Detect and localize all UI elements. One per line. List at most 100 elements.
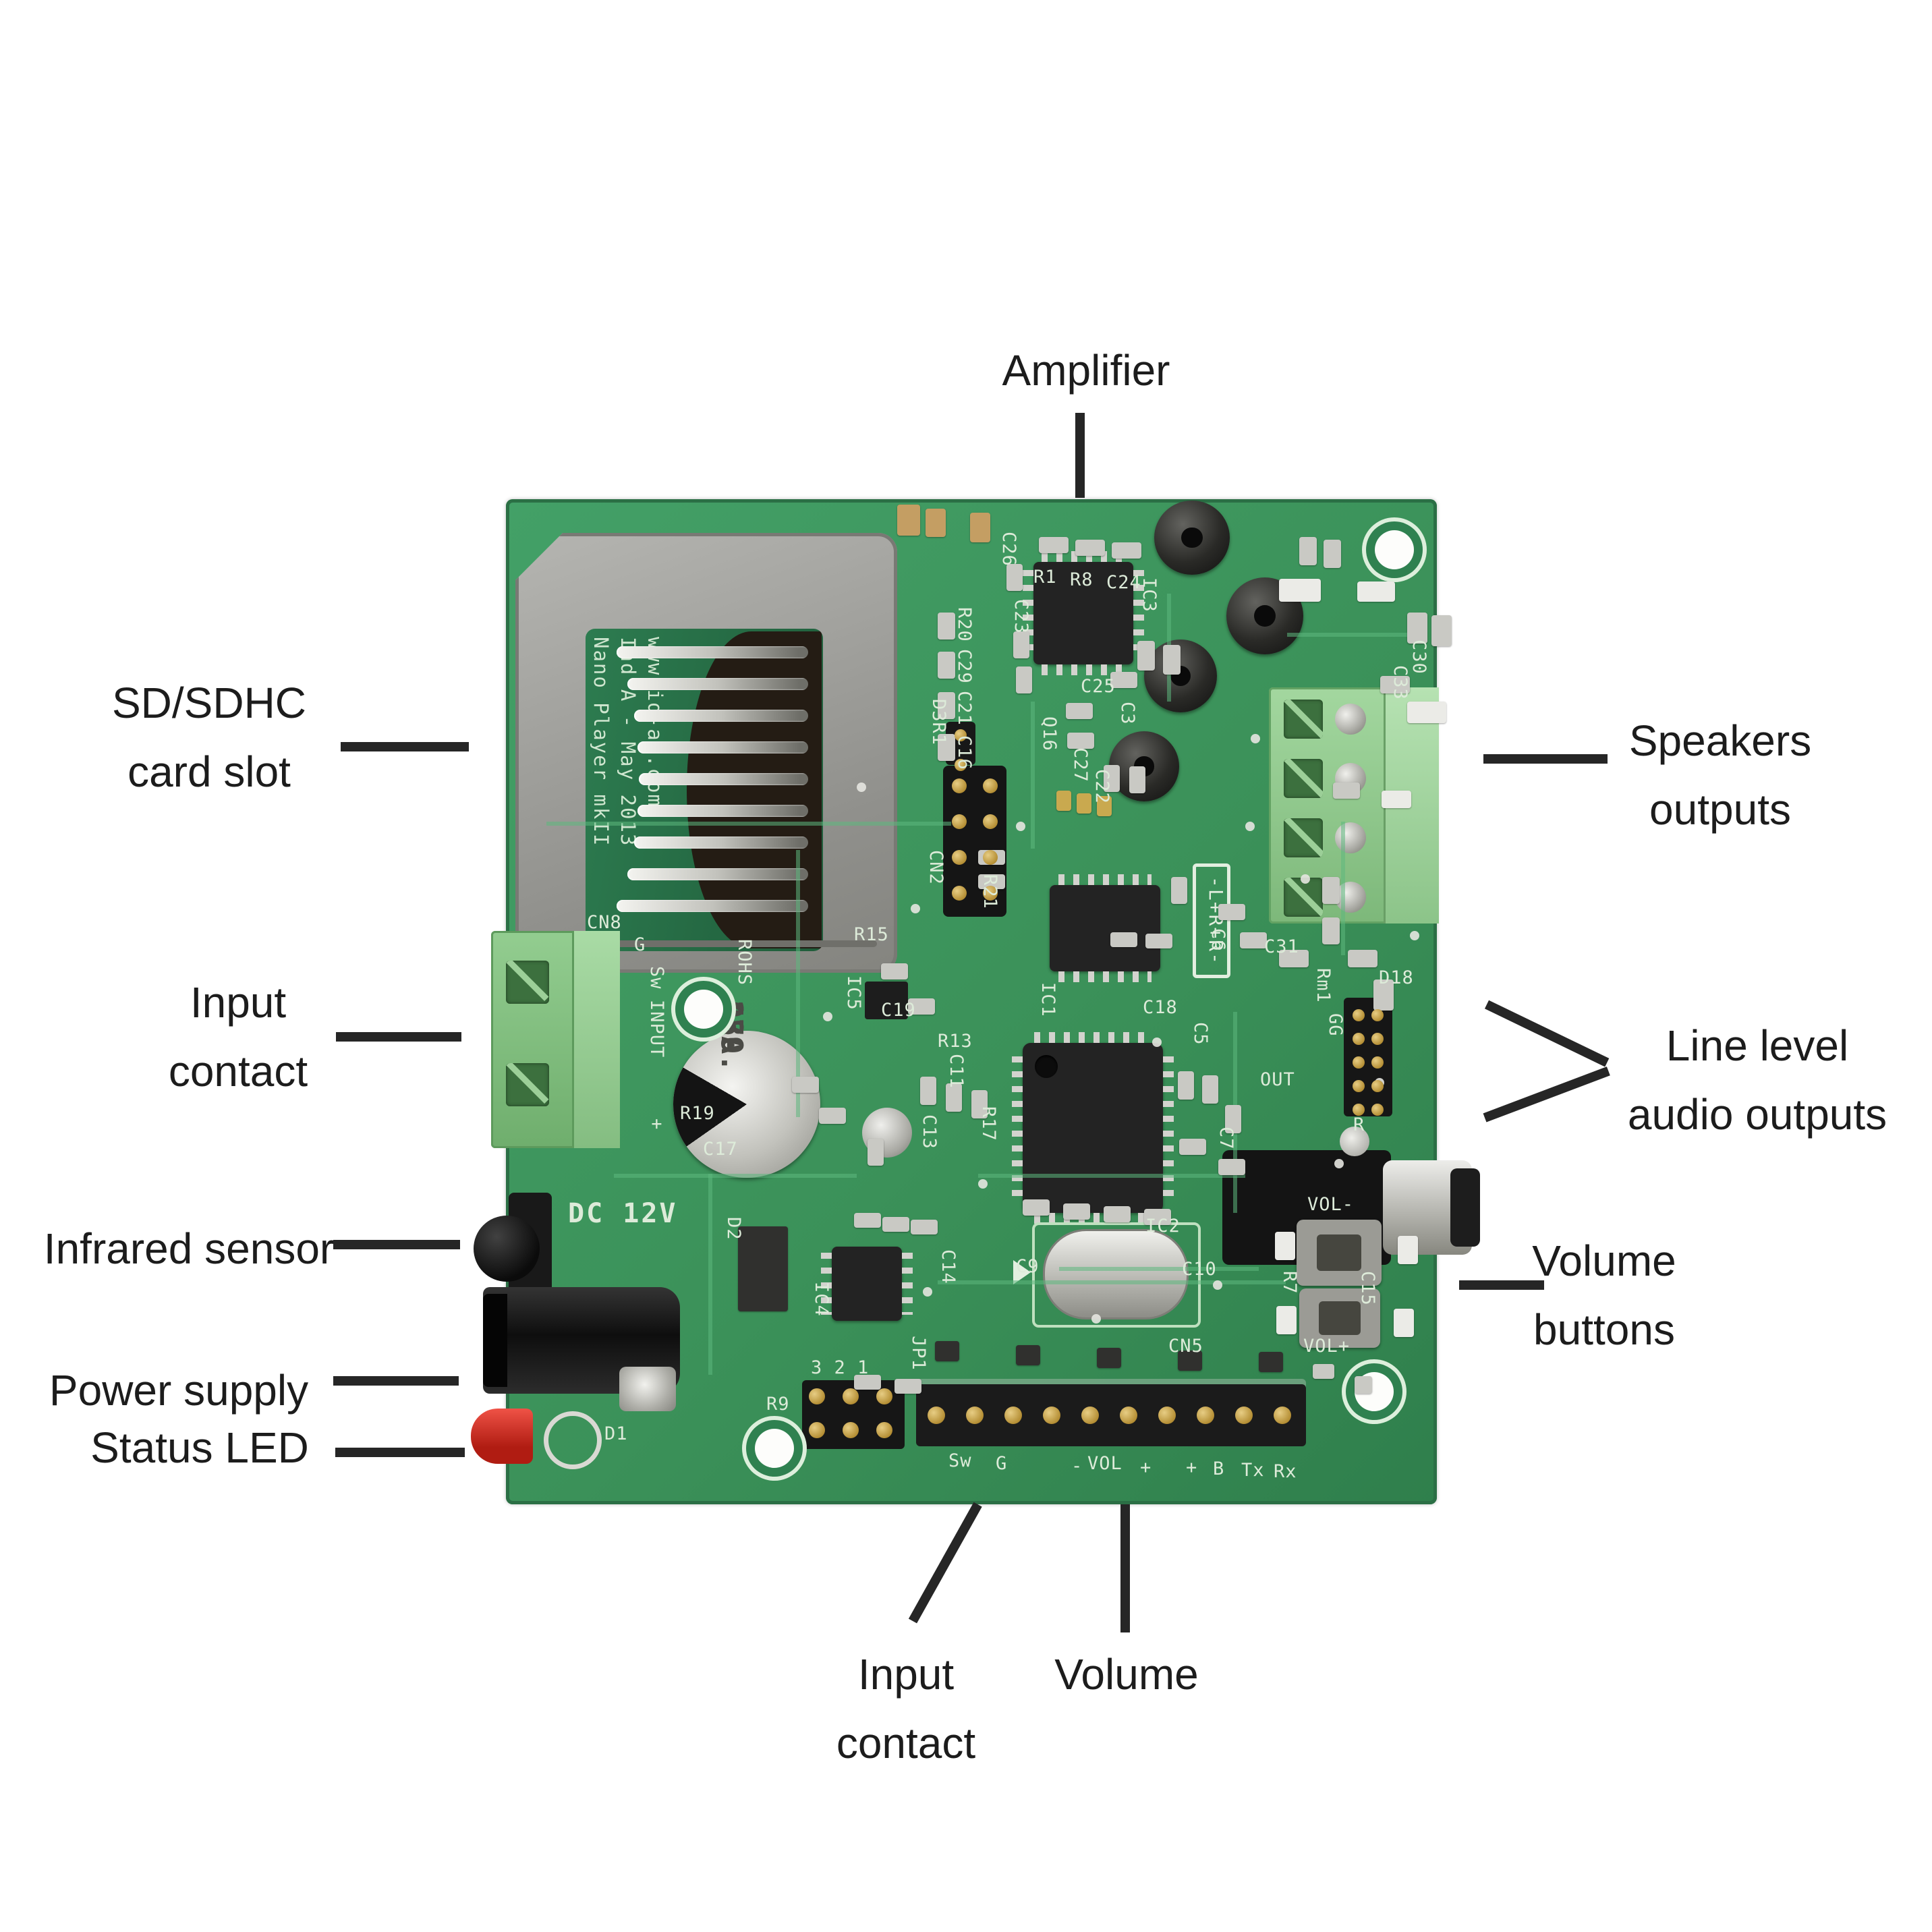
sd-contact-finger — [634, 710, 808, 722]
smd-component — [1407, 613, 1427, 644]
copper-trace — [614, 1174, 857, 1178]
smd-component — [1112, 542, 1141, 559]
header-pin — [1371, 1033, 1384, 1045]
header-pin — [1371, 1080, 1384, 1092]
silkscreen-label: C11 — [946, 1054, 967, 1089]
silkscreen-label: C22 — [1091, 769, 1112, 804]
smd-component — [935, 1341, 959, 1361]
mcu-ic — [1012, 1032, 1174, 1224]
silkscreen-label: IC5 — [843, 975, 864, 1011]
silkscreen-label: C7 — [1216, 1127, 1237, 1150]
silkscreen-label: 3 2 1 — [811, 1357, 870, 1378]
silkscreen-label: Sw — [646, 966, 667, 990]
smd-component — [868, 1139, 884, 1166]
smd-component — [1225, 1105, 1241, 1133]
silkscreen-label: OUT — [1260, 1069, 1295, 1090]
silkscreen-label: C33 — [1390, 665, 1411, 700]
sd-contact-finger — [634, 836, 808, 849]
silkscreen-label: + — [1140, 1457, 1152, 1478]
smd-component — [1056, 791, 1071, 811]
smd-component — [1373, 979, 1394, 1011]
silkscreen-label: Q16 — [1039, 716, 1060, 751]
smd-component — [1322, 877, 1340, 904]
sd-contact-finger — [617, 900, 808, 912]
silkscreen-label: + — [646, 1118, 667, 1131]
audio-jack-opening — [1450, 1168, 1480, 1247]
silkscreen-label: C5 — [1190, 1022, 1211, 1046]
silkscreen-label: G — [996, 1453, 1008, 1474]
silkscreen-label: GG — [1325, 1013, 1346, 1037]
smd-component — [854, 1375, 881, 1390]
smd-component — [1016, 666, 1032, 693]
smd-component — [1259, 1352, 1283, 1372]
header-pin — [876, 1388, 892, 1404]
silkscreen-label: IC2 — [1145, 1216, 1181, 1237]
smd-component — [1104, 765, 1120, 792]
power-jack-opening — [483, 1294, 507, 1387]
smd-component — [1039, 537, 1069, 553]
power-jack-solder-tab — [619, 1367, 676, 1411]
smd-component — [1178, 1071, 1194, 1100]
copper-trace — [978, 1174, 1245, 1178]
regulator-ic — [865, 982, 908, 1019]
header-pin — [1120, 1407, 1137, 1424]
silkscreen-label: C10 — [1182, 1259, 1217, 1280]
smd-component — [1348, 950, 1377, 967]
inductor — [1154, 501, 1230, 575]
pin-header-lineout — [1344, 998, 1392, 1116]
dac-ic — [1050, 874, 1160, 982]
header-pin — [1353, 1080, 1365, 1092]
volume-down-button — [1299, 1288, 1380, 1348]
header-pin — [1004, 1407, 1022, 1424]
header-pin — [843, 1422, 859, 1438]
via — [1301, 874, 1310, 884]
smd-component — [908, 998, 935, 1015]
leader-line-speakers — [1483, 754, 1608, 764]
mounting-hole — [1375, 530, 1414, 569]
silkscreen-label: + — [1186, 1457, 1198, 1478]
smd-component — [1163, 645, 1181, 675]
silkscreen-label: IC4 — [811, 1282, 832, 1317]
mounting-hole — [684, 990, 723, 1029]
smd-component — [1006, 564, 1023, 591]
audio-jack-screw — [1340, 1127, 1369, 1156]
via — [823, 1012, 832, 1021]
copper-trace — [708, 1174, 712, 1375]
silkscreen-label: VOL- — [1307, 1194, 1355, 1215]
sd-card-slot: Nano Player mkII Ind A - May 2013 www.id… — [515, 533, 897, 973]
silkscreen-label: C21 — [954, 691, 975, 726]
sd-slot-seam — [536, 940, 877, 947]
smd-component — [894, 1379, 921, 1394]
silkscreen-label: VOL — [1087, 1453, 1123, 1474]
copper-trace — [546, 822, 951, 826]
header-pin — [1353, 1009, 1365, 1021]
silkscreen-label: - — [1071, 1456, 1083, 1477]
silkscreen-label: R15 — [854, 924, 889, 945]
header-pin — [983, 850, 998, 865]
smd-component — [1218, 904, 1245, 920]
silkscreen-label: VOL+ — [1303, 1336, 1351, 1357]
smd-component — [1016, 1345, 1040, 1365]
silkscreen-label: INPUT — [646, 1000, 667, 1058]
smd-component — [897, 505, 920, 536]
leader-line-power — [333, 1376, 459, 1386]
smd-component — [938, 692, 955, 719]
sd-contact-finger — [617, 646, 808, 658]
silkscreen-label: Rm1 — [1313, 968, 1334, 1003]
silkscreen-label: B — [1213, 1458, 1225, 1479]
label-status-led: Status LED — [90, 1423, 309, 1472]
silkscreen-label: C18 — [1143, 997, 1178, 1018]
label-volume-bottom: Volume — [1054, 1650, 1199, 1699]
smd-component — [881, 963, 908, 979]
smd-component — [1279, 950, 1309, 967]
silkscreen-label: D3R1 — [928, 699, 949, 746]
crystal-pad — [1032, 1222, 1201, 1328]
smd-component — [1077, 793, 1091, 814]
silkscreen-label: DC 12V — [568, 1198, 678, 1229]
smd-component — [1279, 579, 1321, 602]
silkscreen-label: R20 — [954, 607, 975, 642]
header-pin — [983, 886, 998, 901]
speaker-silkscreen-box: -L+R+R- — [1193, 863, 1230, 978]
silkscreen-label: IC3 — [1139, 577, 1160, 613]
